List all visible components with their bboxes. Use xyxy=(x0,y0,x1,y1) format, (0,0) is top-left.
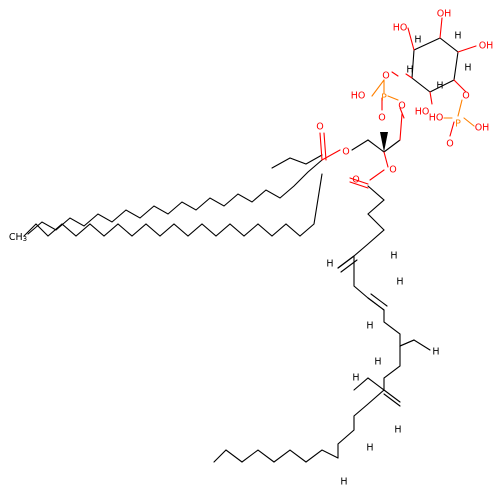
carbonyl-o-label-2: O xyxy=(352,175,359,186)
arachidonoyl-chain-a xyxy=(337,185,385,269)
ring-o-bond xyxy=(405,73,413,79)
ester-bond-1 xyxy=(321,149,341,161)
ester-o-label-1: O xyxy=(342,147,349,158)
oh-bond-2 xyxy=(439,17,443,39)
ring-h-label-2: H xyxy=(454,31,461,42)
ring-oh-label-1: HO xyxy=(393,23,408,34)
stereo-wedge xyxy=(380,132,388,152)
double-bond-8-9 xyxy=(367,297,385,311)
oh-bond-1 xyxy=(407,27,415,51)
double-bond-11-12 xyxy=(399,339,415,347)
p1-oh xyxy=(371,79,385,97)
alkene-h-label-3: H xyxy=(396,277,403,288)
p1-o-double-label: O xyxy=(378,113,385,124)
ring-h-label-1: H xyxy=(414,35,421,46)
ester-bond-2 xyxy=(369,169,385,181)
p2-oh-label: OH xyxy=(475,123,490,134)
glycerol-c1 xyxy=(351,139,369,151)
bond-layer xyxy=(23,17,477,463)
p1-glycerol-link xyxy=(399,107,405,119)
ring-o-p2-bond xyxy=(453,79,467,93)
palmitoyl-chain-end xyxy=(271,154,323,169)
alkene-h-label-4: H xyxy=(366,321,373,332)
p2-ring-o-label: O xyxy=(462,91,469,102)
glycerol-o-label: O xyxy=(398,101,405,112)
palmitoyl-backbone xyxy=(27,159,323,235)
p2-o-double-label: O xyxy=(446,139,453,150)
alkene-h-label-9: H xyxy=(366,443,373,454)
oh-bond-4 xyxy=(429,91,433,105)
glycerol-c2-o xyxy=(383,151,389,168)
alkene-h-label-2: H xyxy=(390,251,397,262)
glycerol-c1-c2 xyxy=(367,139,385,153)
double-bond-14-15 xyxy=(383,389,401,403)
double-bond-5-6b xyxy=(340,259,358,273)
carbonyl-bond-1 xyxy=(319,132,323,161)
ring-oh-label-2: OH xyxy=(437,9,452,20)
carbonyl-bond-2b xyxy=(349,181,369,189)
alkene-h-label-6: H xyxy=(374,357,381,368)
ring-oh-label-4: HO xyxy=(415,107,430,118)
double-bond-5-6 xyxy=(337,255,355,269)
ester-o-label-2: O xyxy=(389,165,396,176)
p2-center xyxy=(457,99,463,117)
ring-h-label-5: H xyxy=(464,63,471,74)
carbonyl-bond-2 xyxy=(349,177,369,185)
alkene-h-label-5: H xyxy=(432,347,439,358)
double-bond-14-15b xyxy=(383,393,401,407)
ring-oh-label-3: OH xyxy=(479,41,494,52)
alkene-h-label-1: H xyxy=(326,259,333,270)
arachidonoyl-chain-b xyxy=(353,255,385,311)
p1-ring-o-label: O xyxy=(382,71,389,82)
inositol-ring xyxy=(411,37,459,93)
p2-oh xyxy=(463,117,475,127)
p1-o-ring xyxy=(391,71,399,77)
alkene-h-label-8: H xyxy=(394,425,401,436)
palmitoyl-chain xyxy=(23,173,323,237)
p2-ho-label: HO xyxy=(429,113,444,124)
arachidonoyl-chain-d xyxy=(353,345,401,392)
p2-o-double xyxy=(449,121,455,137)
oh-bond-3 xyxy=(457,45,477,53)
atom-label-layer: CH3 O O O O O O P HO O HO OH OH HO H H H… xyxy=(9,9,493,488)
p1-label: P xyxy=(381,93,387,104)
glycerol-c2-c3 xyxy=(383,139,401,153)
arachidonoyl-chain-e xyxy=(337,389,385,459)
p1-ho-label: HO xyxy=(351,91,366,102)
p1-o-glycerol xyxy=(387,95,399,101)
alkene-h-label-10: H xyxy=(340,477,347,488)
ring-h-label-4: H xyxy=(406,65,413,76)
ring-h-label-3: H xyxy=(436,81,443,92)
alkene-h-label-7: H xyxy=(352,373,359,384)
double-bond-8-9b xyxy=(370,293,388,307)
arachidonoyl-chain-c xyxy=(383,309,431,351)
carbonyl-o-label-1: O xyxy=(316,122,323,133)
glycerol-c3-o xyxy=(399,113,403,141)
carbonyl-bond-1b xyxy=(323,132,327,161)
arachidonoyl-tail xyxy=(213,449,339,463)
ch3-terminal-label: CH3 xyxy=(9,232,27,244)
p2-label: P xyxy=(455,119,461,130)
